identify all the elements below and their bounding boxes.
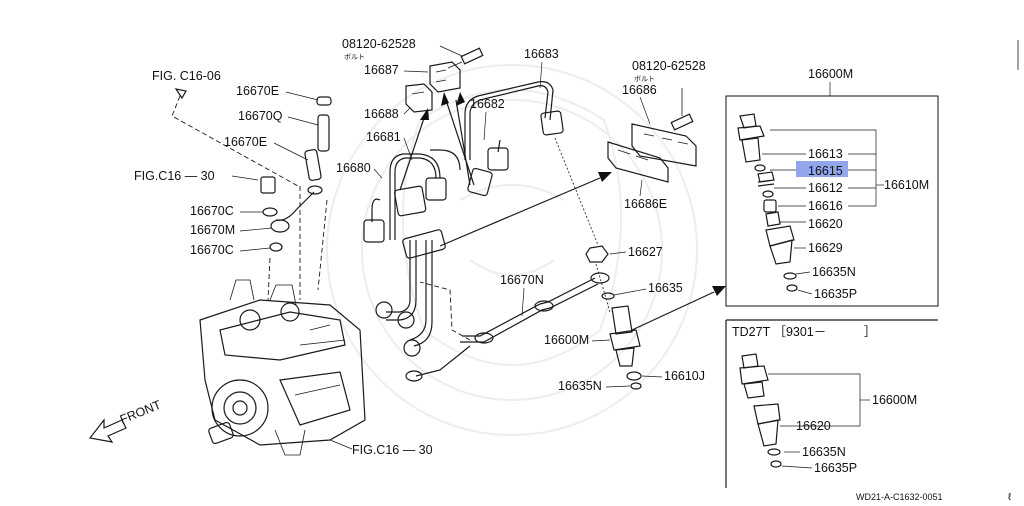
label-16670E-top[interactable]: 16670E [236, 84, 279, 98]
label-16683[interactable]: 16683 [524, 47, 559, 61]
label-16687[interactable]: 16687 [364, 63, 399, 77]
label-16680[interactable]: 16680 [336, 161, 371, 175]
watermark-emblem [326, 64, 698, 436]
fig-c16-06-callout[interactable]: FIG. C16-06 [152, 69, 299, 187]
td27t-title[interactable]: TD27T ［9301－ ］ [732, 325, 876, 339]
label-16670C-b[interactable]: 16670C [190, 243, 234, 257]
callout-arrows-clamps [399, 92, 475, 191]
bolt-left-jp: ボルト [344, 53, 365, 61]
inset-item-16615[interactable]: 16615 [808, 164, 843, 178]
inset-leaders [762, 129, 884, 295]
td27t-item-16600M[interactable]: 16600M [872, 393, 917, 407]
front-arrow: FRONT [88, 398, 163, 443]
inset-16600M: 16600M 16613 16615 16612 16616 16620 166… [725, 67, 939, 307]
inset-item-16629[interactable]: 16629 [808, 241, 843, 255]
corner-mark: ℓ [1008, 492, 1012, 503]
label-16627[interactable]: 16627 [628, 245, 663, 259]
td27t-item-16635P[interactable]: 16635P [814, 461, 857, 475]
inset-group-16610M[interactable]: 16610M [884, 178, 929, 192]
left-labels: 16670E 16670Q 16670E 16670C 16670M 16670… [190, 84, 319, 257]
inset-td27t: TD27T ［9301－ ］ 16600M 16620 16635N 16635… [725, 319, 938, 488]
clamp-16688[interactable] [405, 83, 433, 113]
label-16635[interactable]: 16635 [648, 281, 683, 295]
label-16600M-center[interactable]: 16600M [544, 333, 589, 347]
bolt-right-number[interactable]: 08120-62528 [632, 59, 706, 73]
inset-main-title[interactable]: 16600M [808, 67, 853, 81]
inset-item-16620[interactable]: 16620 [808, 217, 843, 231]
fig-c16-30-bottom-label[interactable]: FIG.C16 — 30 [352, 443, 433, 457]
nut-16627[interactable] [585, 245, 609, 263]
leak-off-pipe-16670N[interactable] [405, 272, 610, 382]
td27t-injector-parts[interactable] [739, 353, 782, 468]
label-16670C-a[interactable]: 16670C [190, 204, 234, 218]
inset-item-16613[interactable]: 16613 [808, 147, 843, 161]
injection-pipes[interactable] [363, 81, 564, 357]
label-16686E[interactable]: 16686E [624, 197, 667, 211]
bolt-right[interactable] [670, 88, 694, 131]
fig-c16-06-label[interactable]: FIG. C16-06 [152, 69, 221, 83]
inset-item-16612[interactable]: 16612 [808, 181, 843, 195]
label-16635N-center[interactable]: 16635N [558, 379, 602, 393]
label-16670E-mid[interactable]: 16670E [224, 135, 267, 149]
bolt-left[interactable] [447, 47, 484, 69]
banjo-fitting-assembly [260, 96, 332, 252]
td27t-item-16620[interactable]: 16620 [796, 419, 831, 433]
clamp-16687[interactable] [429, 61, 461, 93]
washer-16635[interactable] [601, 292, 615, 300]
callout-arrow-inset [631, 286, 726, 331]
inset-item-16616[interactable]: 16616 [808, 199, 843, 213]
label-16610J[interactable]: 16610J [664, 369, 705, 383]
inset-item-16635N[interactable]: 16635N [812, 265, 856, 279]
inset-item-16635P[interactable]: 16635P [814, 287, 857, 301]
inset-injector-parts[interactable] [737, 113, 798, 292]
label-16670N[interactable]: 16670N [500, 273, 544, 287]
callout-arrow-16686E [439, 172, 612, 247]
label-16686[interactable]: 16686 [622, 83, 657, 97]
front-label: FRONT [118, 398, 163, 427]
label-16688[interactable]: 16688 [364, 107, 399, 121]
td27t-item-16635N[interactable]: 16635N [802, 445, 846, 459]
label-16670Q[interactable]: 16670Q [238, 109, 283, 123]
injector-16600M-center[interactable] [609, 305, 642, 390]
label-16681[interactable]: 16681 [366, 130, 401, 144]
bolt-left-number[interactable]: 08120-62528 [342, 37, 416, 51]
highlight-16615[interactable] [796, 161, 848, 177]
bolt-right-jp: ボルト [634, 75, 655, 83]
injection-pump[interactable] [199, 279, 366, 456]
label-16682[interactable]: 16682 [470, 97, 505, 111]
clamp-16686[interactable] [631, 123, 697, 167]
fig-c16-30-left-label[interactable]: FIG.C16 — 30 [134, 169, 215, 183]
reference-code: WD21-A-C1632-0051 [856, 492, 943, 502]
clamp-16686E[interactable] [607, 141, 669, 183]
label-16670M[interactable]: 16670M [190, 223, 235, 237]
